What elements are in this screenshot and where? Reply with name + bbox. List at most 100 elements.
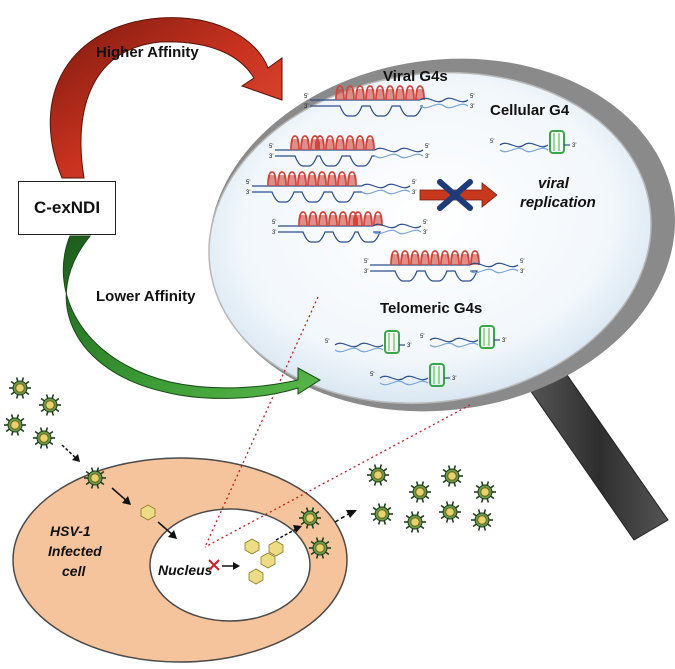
virion-spike bbox=[420, 525, 425, 530]
five-prime-label: 5' bbox=[325, 339, 329, 345]
g4-loop bbox=[345, 85, 355, 101]
g4-loop bbox=[267, 171, 277, 187]
virion-capsid bbox=[15, 383, 25, 393]
g4-loop bbox=[318, 211, 328, 227]
viral-strand: 5'3'5'3' bbox=[304, 85, 474, 117]
virion-spike bbox=[453, 482, 457, 487]
telomeric-g4-structures: 5'3'5'3'5'3' bbox=[325, 325, 506, 387]
virion bbox=[367, 464, 389, 486]
virion-capsid bbox=[90, 473, 100, 483]
five-prime-label: 5' bbox=[423, 220, 427, 226]
virion-spike bbox=[49, 430, 54, 435]
dna-helix-tail bbox=[419, 97, 469, 103]
virion-spike bbox=[39, 427, 43, 432]
virion bbox=[299, 507, 321, 529]
virion-spike bbox=[45, 444, 49, 449]
g4-loop bbox=[460, 250, 470, 266]
virion bbox=[33, 427, 55, 449]
viral-strand: 5'3'5'3' bbox=[272, 211, 427, 243]
five-prime-label: 5' bbox=[246, 180, 250, 186]
virion-spike bbox=[45, 427, 49, 432]
virion-spike bbox=[368, 478, 373, 483]
g4-loop bbox=[390, 250, 400, 266]
virion-spike bbox=[405, 525, 410, 530]
virion-spike bbox=[490, 495, 495, 500]
dna-bottom-strand bbox=[310, 105, 423, 117]
virion-spike bbox=[445, 518, 449, 523]
g4-quadruplex bbox=[549, 130, 565, 154]
magnifier-handle bbox=[529, 371, 669, 541]
g4-quadruplex bbox=[429, 363, 445, 387]
virion-group bbox=[4, 377, 496, 585]
virion-spike bbox=[440, 504, 445, 509]
zoom-line-right bbox=[204, 404, 471, 548]
five-prime-label: 5' bbox=[269, 144, 273, 150]
capsid-shell bbox=[268, 540, 284, 557]
virion-capsid bbox=[10, 420, 20, 430]
five-prime-label: 5' bbox=[490, 139, 494, 145]
dna-helix-tail bbox=[374, 153, 424, 159]
g4-loop bbox=[420, 250, 430, 266]
virion-spike bbox=[415, 481, 419, 486]
virion-spike bbox=[10, 391, 15, 396]
virion-spike bbox=[421, 481, 425, 486]
virion-spike bbox=[383, 478, 388, 483]
virion-spike bbox=[447, 482, 451, 487]
virion-spike bbox=[415, 498, 419, 503]
viral-strand: 5'3'5'3' bbox=[269, 135, 429, 167]
virion-capsid bbox=[45, 400, 55, 410]
five-prime-label: 5' bbox=[520, 259, 524, 265]
virion-spike bbox=[455, 504, 460, 509]
cellular-g4-item: 5'3' bbox=[490, 130, 576, 154]
g4-loop bbox=[410, 250, 420, 266]
virion-spike bbox=[480, 481, 484, 486]
g4-loop bbox=[355, 135, 365, 151]
three-prime-label: 3' bbox=[423, 230, 427, 236]
virion-spike bbox=[457, 479, 462, 484]
three-prime-label: 3' bbox=[412, 190, 416, 196]
virion bbox=[474, 481, 496, 503]
g4-loop bbox=[365, 85, 375, 101]
virion-spike bbox=[16, 414, 20, 419]
virion-spike bbox=[483, 526, 487, 531]
virion-spike bbox=[39, 444, 43, 449]
telomeric-g4-item: 5'3' bbox=[370, 363, 456, 387]
virion-spike bbox=[300, 510, 305, 515]
cell-label-line3: cell bbox=[62, 563, 86, 579]
virion-spike bbox=[310, 540, 315, 545]
virion-spike bbox=[315, 537, 319, 542]
virion-spike bbox=[457, 468, 462, 473]
virion-spike bbox=[445, 501, 449, 506]
virion-spike bbox=[321, 554, 325, 559]
virion bbox=[9, 377, 31, 399]
viral-strand: 5'3'5'3' bbox=[364, 250, 524, 282]
dna-bottom-strand bbox=[278, 231, 381, 243]
virion-spike bbox=[486, 481, 490, 486]
g4-loop bbox=[310, 135, 320, 151]
g4-loop bbox=[373, 211, 383, 227]
virion-spike bbox=[51, 411, 55, 416]
virion bbox=[84, 467, 106, 489]
dna-helix bbox=[379, 380, 429, 386]
cell-label-line2: Infected bbox=[48, 543, 102, 559]
virion-spike bbox=[487, 523, 492, 528]
viral-strand: 5'3'5'3' bbox=[246, 171, 416, 203]
g4-loop bbox=[290, 135, 300, 151]
five-prime-label: 5' bbox=[420, 334, 424, 340]
virion-capsid bbox=[373, 470, 383, 480]
virion-spike bbox=[5, 428, 10, 433]
nucleus-label: Nucleus bbox=[158, 562, 213, 578]
nucleus bbox=[149, 508, 311, 622]
g4-loop bbox=[353, 211, 363, 227]
virion-spike bbox=[387, 506, 392, 511]
cellular-g4-structure: 5'3' bbox=[490, 130, 576, 154]
virion-capsid bbox=[305, 513, 315, 523]
virion-spike bbox=[5, 417, 10, 422]
virion-spike bbox=[96, 484, 100, 489]
virion-spike bbox=[55, 408, 60, 413]
g4-loop bbox=[400, 250, 410, 266]
virion-spike bbox=[420, 514, 425, 519]
virion-spike bbox=[325, 540, 330, 545]
virion-spike bbox=[487, 512, 492, 517]
virion-spike bbox=[421, 498, 425, 503]
